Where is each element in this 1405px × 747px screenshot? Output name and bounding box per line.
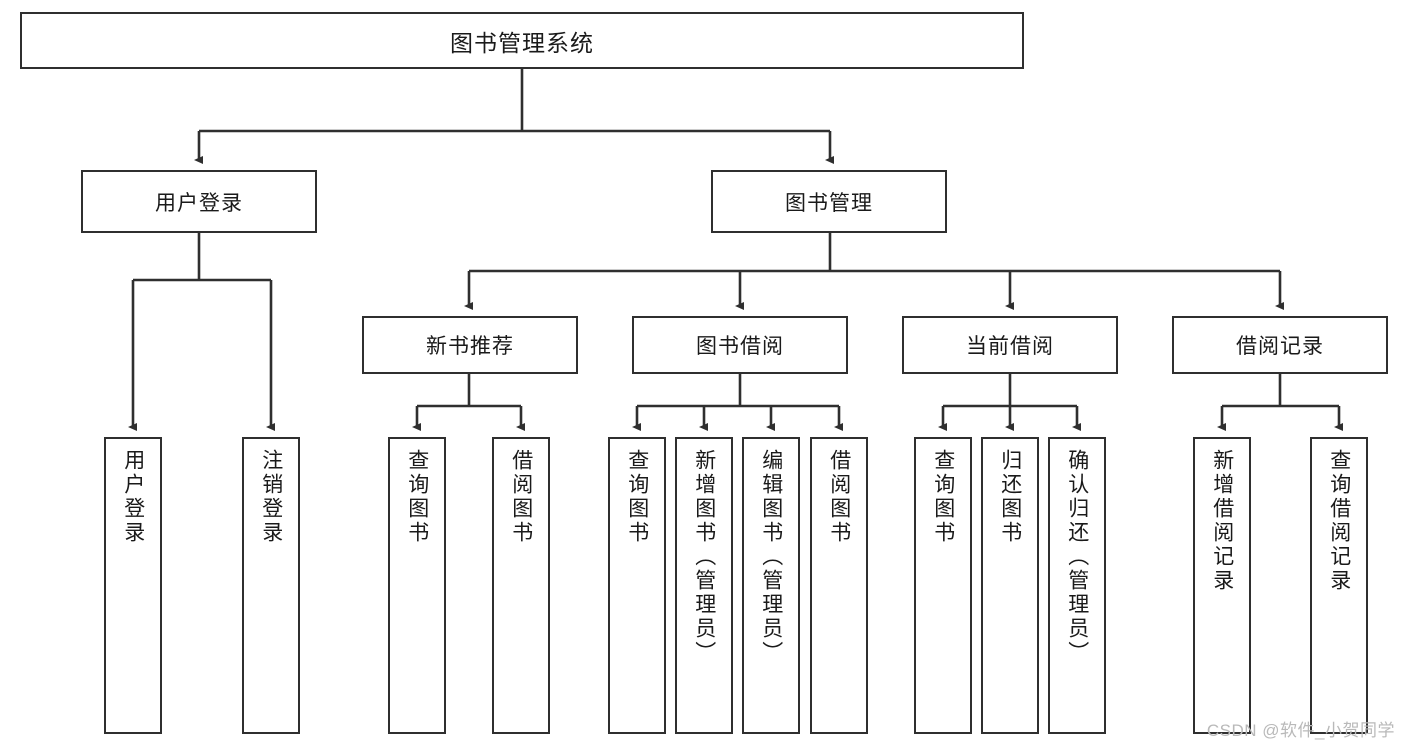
node-label: 确认归还（管理员）	[1065, 449, 1089, 665]
node-leaf-user-logout[interactable]: 注销登录	[242, 437, 300, 734]
node-leaf-add-book[interactable]: 新增图书（管理员）	[675, 437, 733, 734]
node-label: 图书管理	[785, 191, 873, 215]
node-label: 注销登录	[259, 449, 283, 545]
node-label: 新书推荐	[426, 335, 514, 358]
node-label: 新增借阅记录	[1210, 449, 1234, 593]
node-leaf-borrow-book[interactable]: 借阅图书	[810, 437, 868, 734]
node-leaf-query-book-recommend[interactable]: 查询图书	[388, 437, 446, 734]
node-label: 借阅图书	[827, 449, 851, 545]
node-label: 图书借阅	[696, 335, 784, 358]
node-new-book-recommend[interactable]: 新书推荐	[362, 316, 578, 374]
node-leaf-add-borrow-record[interactable]: 新增借阅记录	[1193, 437, 1251, 734]
node-root-book-management-system[interactable]: 图书管理系统	[20, 12, 1024, 69]
node-user-login[interactable]: 用户登录	[81, 170, 317, 233]
node-label: 图书管理系统	[450, 29, 594, 56]
node-leaf-confirm-return[interactable]: 确认归还（管理员）	[1048, 437, 1106, 734]
node-label: 查询图书	[931, 449, 955, 545]
node-label: 查询借阅记录	[1327, 449, 1351, 593]
node-leaf-user-login[interactable]: 用户登录	[104, 437, 162, 734]
node-leaf-edit-book[interactable]: 编辑图书（管理员）	[742, 437, 800, 734]
node-label: 当前借阅	[966, 335, 1054, 358]
node-leaf-return-book[interactable]: 归还图书	[981, 437, 1039, 734]
node-current-borrow[interactable]: 当前借阅	[902, 316, 1118, 374]
node-book-borrow[interactable]: 图书借阅	[632, 316, 848, 374]
node-label: 借阅记录	[1236, 335, 1324, 358]
node-label: 查询图书	[405, 449, 429, 545]
node-label: 归还图书	[998, 449, 1022, 545]
node-label: 用户登录	[121, 449, 145, 545]
node-borrow-record[interactable]: 借阅记录	[1172, 316, 1388, 374]
node-leaf-query-book-borrow[interactable]: 查询图书	[608, 437, 666, 734]
watermark-text: CSDN @软件_小贺同学	[1206, 721, 1395, 740]
node-book-manage[interactable]: 图书管理	[711, 170, 947, 233]
node-label: 新增图书（管理员）	[692, 449, 716, 665]
node-leaf-borrow-book-recommend[interactable]: 借阅图书	[492, 437, 550, 734]
node-label: 编辑图书（管理员）	[759, 449, 783, 665]
node-label: 用户登录	[155, 191, 243, 215]
node-leaf-query-book-current[interactable]: 查询图书	[914, 437, 972, 734]
node-leaf-query-borrow-record[interactable]: 查询借阅记录	[1310, 437, 1368, 734]
node-label: 查询图书	[625, 449, 649, 545]
node-label: 借阅图书	[509, 449, 533, 545]
